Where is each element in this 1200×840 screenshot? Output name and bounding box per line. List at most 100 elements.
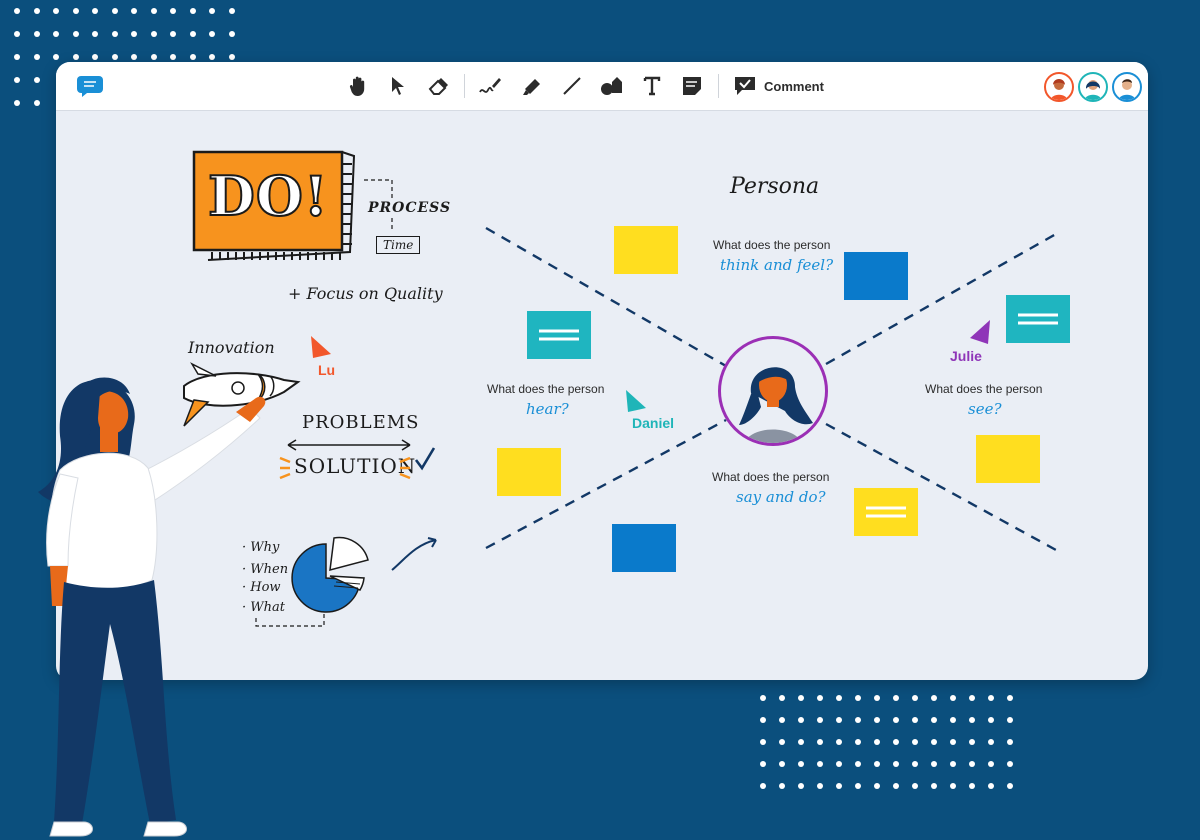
eraser-icon[interactable] — [426, 74, 450, 98]
decorative-dot — [189, 8, 196, 14]
decorative-dot — [14, 100, 20, 106]
decorative-dot — [760, 717, 766, 723]
focus-on-quality-label: + Focus on Quality — [288, 284, 443, 303]
question-see-prefix: What does the person — [925, 382, 1043, 396]
decorative-dot — [817, 739, 823, 745]
decorative-dot — [931, 761, 937, 767]
line-icon[interactable] — [560, 74, 584, 98]
decorative-dot — [72, 31, 79, 37]
decorative-dot — [72, 8, 79, 14]
decorative-dot — [855, 717, 861, 723]
text-icon[interactable] — [640, 74, 664, 98]
highlighter-icon[interactable] — [520, 74, 544, 98]
collaborator-avatar[interactable] — [1044, 72, 1074, 102]
shapes-icon[interactable] — [600, 74, 624, 98]
decorative-dot — [817, 761, 823, 767]
decorative-dot — [53, 31, 59, 37]
decorative-dot — [912, 783, 918, 789]
decorative-dot — [950, 739, 956, 745]
app-logo-icon[interactable] — [76, 75, 104, 97]
sticky-note-yellow[interactable] — [854, 488, 918, 536]
decorative-dot — [969, 783, 975, 789]
decorative-dot — [893, 695, 899, 701]
question-say-prefix: What does the person — [712, 470, 830, 484]
canvas[interactable]: DO! PROCESS Time + Focus on Quality Inno… — [56, 110, 1148, 680]
decorative-dot — [798, 739, 804, 745]
decorative-dot — [950, 695, 956, 701]
curved-arrow — [391, 537, 437, 571]
decorative-dot — [950, 783, 956, 789]
decorative-dot — [150, 54, 157, 60]
decorative-dot — [209, 8, 215, 14]
pointer-icon[interactable] — [386, 74, 410, 98]
decorative-dot — [779, 739, 785, 745]
decorative-dot — [893, 717, 899, 723]
collaborator-avatar[interactable] — [1112, 72, 1142, 102]
decorative-dot — [988, 717, 994, 723]
decorative-dot — [33, 8, 40, 14]
decorative-dot — [817, 717, 823, 723]
question-say-verb: say and do? — [736, 488, 826, 506]
question-list-item: · What — [242, 600, 285, 615]
decorative-dot — [931, 717, 937, 723]
problems-solution-arrow — [287, 439, 411, 451]
decorative-dot — [1007, 695, 1013, 701]
decorative-dot — [111, 31, 118, 37]
decorative-dot — [92, 8, 98, 14]
sticky-note-teal[interactable] — [527, 311, 591, 359]
comment-button[interactable]: Comment — [734, 72, 824, 100]
hand-icon[interactable] — [346, 74, 370, 98]
decorative-dot — [817, 695, 823, 701]
question-think-prefix: What does the person — [713, 238, 831, 252]
decorative-dot — [760, 739, 766, 745]
sticky-note-blue[interactable] — [844, 252, 908, 300]
decorative-dot — [969, 717, 975, 723]
decorative-dot — [931, 739, 937, 745]
sticky-note-teal[interactable] — [1006, 295, 1070, 343]
sticky-note-yellow[interactable] — [497, 448, 561, 496]
decorative-dot — [817, 783, 823, 789]
check-icon — [414, 447, 436, 471]
decorative-dot — [1007, 717, 1013, 723]
solution-accents — [279, 456, 411, 480]
process-label: PROCESS — [368, 200, 452, 216]
decorative-dot — [92, 31, 98, 37]
toolbar-divider — [464, 74, 465, 98]
sticky-note-yellow[interactable] — [976, 435, 1040, 483]
question-see-verb: see? — [968, 400, 1002, 418]
collaborator-avatar[interactable] — [1078, 72, 1108, 102]
decorative-dot — [170, 31, 176, 37]
sticky-note-blue[interactable] — [612, 524, 676, 572]
decorative-dot — [912, 717, 918, 723]
cursor-daniel-icon — [626, 390, 646, 412]
solution-label: SOLUTION — [294, 454, 417, 478]
decorative-dot — [14, 8, 20, 14]
decorative-dot — [53, 8, 59, 14]
decorative-dot — [855, 783, 861, 789]
decorative-dot — [209, 54, 215, 60]
decorative-dot — [150, 31, 157, 37]
decorative-dot — [931, 695, 937, 701]
decorative-dot — [855, 761, 861, 767]
decorative-dot — [1007, 783, 1013, 789]
decorative-dot — [893, 761, 899, 767]
question-hear-verb: hear? — [526, 400, 569, 418]
sticky-note-icon[interactable] — [680, 74, 704, 98]
decorative-dot — [931, 783, 937, 789]
pen-icon[interactable] — [478, 74, 502, 98]
decorative-dot — [969, 739, 975, 745]
decorative-dot — [836, 761, 842, 767]
whiteboard-window: Comment DO! — [56, 62, 1148, 680]
decorative-dot — [1007, 761, 1013, 767]
decorative-dot — [131, 54, 137, 60]
process-connector — [364, 179, 393, 232]
decorative-dot — [150, 8, 157, 14]
dot-pattern-bottom-right — [760, 695, 1026, 805]
decorative-dot — [988, 761, 994, 767]
decorative-dot — [209, 31, 215, 37]
dot-pattern-top-left — [14, 8, 248, 77]
decorative-dot — [111, 8, 118, 14]
toolbar: Comment — [56, 62, 1148, 111]
decorative-dot — [189, 31, 196, 37]
sticky-note-yellow[interactable] — [614, 226, 678, 274]
